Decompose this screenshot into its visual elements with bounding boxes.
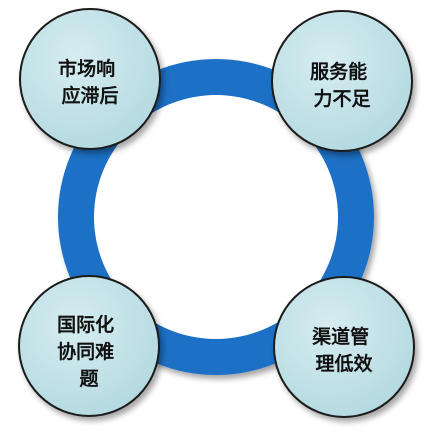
node-label-line: 国际化 (57, 313, 114, 336)
node-label: 市场响 应滞后 (58, 57, 122, 107)
node-top-right: 服务能 力不足 (271, 10, 413, 152)
node-label: 服务能 力不足 (310, 60, 374, 110)
node-label-line: 协同难 (57, 340, 114, 363)
node-label-line: 题 (79, 368, 98, 390)
ring-inner-hole (94, 95, 338, 339)
node-circle (271, 10, 413, 152)
node-label-line: 理低效 (315, 352, 372, 375)
node-label-line: 渠道管 (312, 325, 369, 348)
node-label: 渠道管 理低效 (312, 325, 376, 375)
node-circle (18, 275, 160, 417)
node-bottom-left: 国际化 协同难 题 (18, 275, 160, 417)
node-circle (273, 276, 415, 418)
node-label-line: 市场响 (58, 57, 115, 80)
node-label: 国际化 协同难 题 (57, 313, 121, 390)
node-label-line: 力不足 (313, 87, 371, 110)
node-label-line: 应滞后 (61, 84, 118, 107)
node-bottom-right: 渠道管 理低效 (273, 276, 415, 418)
node-label-line: 服务能 (310, 60, 367, 83)
node-circle (19, 8, 161, 150)
node-top-left: 市场响 应滞后 (19, 8, 161, 150)
